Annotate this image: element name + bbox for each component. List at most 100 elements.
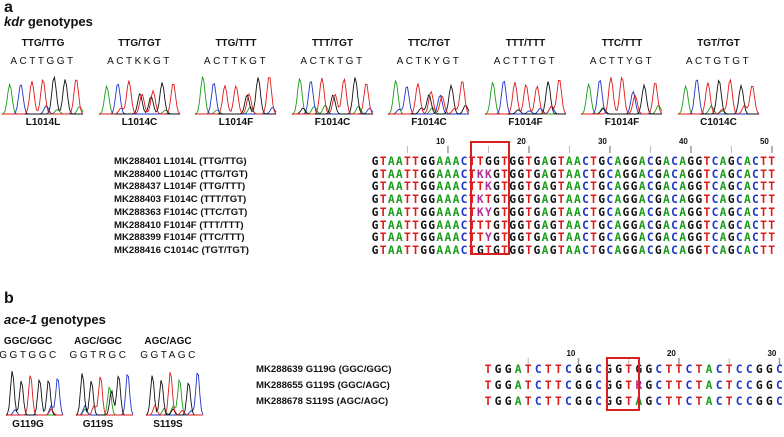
- kdr-alignment-base: G: [695, 167, 703, 181]
- ace1-alignment-base: G: [755, 395, 763, 408]
- kdr-alignment-base: G: [622, 231, 630, 245]
- ace1-alignment-base: C: [564, 395, 572, 408]
- kdr-alignment-base: A: [395, 167, 403, 181]
- ace1-chromatogram-0-trace-T: [6, 375, 63, 416]
- kdr-chromatogram-6-trace-T: [581, 76, 663, 115]
- kdr-alignment-base: G: [598, 231, 606, 245]
- kdr-alignment-base: A: [387, 180, 395, 194]
- kdr-alignment-base: G: [630, 180, 638, 194]
- kdr-alignment-base: T: [468, 231, 476, 245]
- kdr-alignment-base: G: [420, 180, 428, 194]
- kdr-alignment-base: G: [371, 180, 379, 194]
- kdr-alignment-base: G: [549, 193, 557, 207]
- kdr-chromatogram-7-trace-C: [677, 79, 759, 115]
- kdr-alignment-base: K: [484, 180, 492, 194]
- ace1-alignment-base: T: [554, 395, 562, 408]
- kdr-alignment-base: G: [476, 243, 484, 257]
- kdr-alignment-row-label-6: MK288399 F1014F (TTC/TTT): [114, 232, 245, 244]
- ace1-mutation-1: G119S: [82, 419, 114, 430]
- kdr-alignment-base: A: [663, 218, 670, 232]
- kdr-alignment-base: C: [460, 180, 468, 194]
- kdr-alignment-base: G: [533, 180, 541, 194]
- kdr-alignment-base: C: [606, 155, 614, 168]
- kdr-alignment-base: T: [404, 193, 411, 207]
- kdr-chromatogram-0-trace-T: [2, 78, 84, 115]
- kdr-alignment-base: A: [638, 218, 646, 232]
- kdr-alignment-base: T: [703, 243, 711, 257]
- ace1-alignment-base: C: [775, 395, 783, 408]
- kdr-genotype-1: TTG/TGT: [118, 38, 161, 49]
- kdr-alignment-base: A: [452, 180, 460, 194]
- ace1-alignment-base: T: [665, 395, 673, 408]
- kdr-alignment-base: G: [654, 243, 662, 257]
- kdr-alignment-base: A: [679, 167, 687, 181]
- kdr-alignment-base: C: [735, 218, 743, 232]
- kdr-alignment-base: G: [695, 243, 703, 257]
- kdr-alignment-base: C: [735, 193, 743, 207]
- ace1-genotype-0: GGC/GGC: [3, 336, 53, 347]
- kdr-alignment-base: A: [436, 205, 444, 219]
- kdr-chromatogram-5-trace-T: [484, 79, 566, 115]
- ace1-alignment-base: T: [625, 379, 633, 392]
- kdr-alignment-base: G: [428, 155, 436, 168]
- ace1-alignment-base: T: [695, 363, 703, 376]
- kdr-alignment-sequence-2: GTAATTGGAAACTTKGTGGTGAGTAACTGCAGGACGACAG…: [371, 180, 776, 193]
- kdr-alignment-base: G: [420, 243, 428, 257]
- ace1-alignment-base: T: [665, 379, 673, 392]
- panel-a-letter: a: [4, 0, 13, 16]
- kdr-alignment-base: G: [517, 180, 525, 194]
- kdr-alignment-sequence-7: GTAATTGGAAACTGTGTGGTGAGTAACTGCAGGACGACAG…: [371, 244, 776, 257]
- kdr-alignment-base: G: [695, 180, 703, 194]
- kdr-alignment-base: G: [493, 180, 500, 194]
- ace1-alignment-base: G: [605, 379, 612, 392]
- kdr-alignment-base: C: [711, 193, 719, 207]
- kdr-chromatogram-7-trace: [677, 78, 759, 115]
- kdr-alignment-base: A: [565, 180, 573, 194]
- ace1-alignment-base: C: [534, 395, 542, 408]
- kdr-alignment-base: C: [711, 180, 719, 194]
- kdr-alignment-base: G: [654, 155, 662, 168]
- kdr-alignment-base: T: [501, 167, 508, 181]
- kdr-alignment-base: G: [695, 205, 703, 219]
- kdr-alignment-base: G: [598, 218, 606, 232]
- ace1-alignment-base: C: [534, 379, 542, 392]
- kdr-alignment-base: G: [533, 167, 541, 181]
- kdr-alignment-base: T: [703, 155, 711, 168]
- kdr-alignment-base: A: [565, 155, 573, 168]
- kdr-mutation-0: L1014L: [25, 117, 61, 128]
- ace1-alignment-base: C: [735, 379, 743, 392]
- kdr-alignment-base: A: [743, 193, 751, 207]
- ace1-alignment-base: G: [645, 363, 653, 376]
- kdr-alignment-base: A: [444, 155, 452, 168]
- kdr-alignment-base: G: [533, 231, 541, 245]
- kdr-alignment-base: T: [412, 180, 419, 194]
- ace1-alignment-base: A: [514, 379, 522, 392]
- ace1-alignment-base: C: [745, 395, 753, 408]
- kdr-alignment-base: G: [493, 193, 500, 207]
- kdr-alignment-base: A: [719, 155, 727, 168]
- kdr-mutation-1: L1014C: [121, 117, 158, 128]
- ace1-alignment-base: G: [755, 379, 763, 392]
- kdr-alignment-sequence-3: GTAATTGGAAACTKTGTGGTGAGTAACTGCAGGACGACAG…: [371, 193, 776, 206]
- kdr-alignment-base: T: [404, 205, 411, 219]
- ace1-alignment-base: C: [685, 379, 693, 392]
- kdr-alignment-sequence-0: GTAATTGGAAACTTGGTGGTGAGTAACTGCAGGACGACAG…: [371, 155, 776, 168]
- kdr-alignment-base: T: [590, 180, 597, 194]
- ace1-alignment-base: A: [514, 363, 522, 376]
- kdr-alignment-base: A: [444, 231, 452, 245]
- kdr-alignment-base: T: [501, 205, 508, 219]
- kdr-alignment-base: T: [468, 193, 476, 207]
- kdr-alignment-base: G: [493, 243, 500, 257]
- kdr-alignment-base: T: [703, 193, 711, 207]
- kdr-alignment-base: A: [679, 205, 687, 219]
- kdr-alignment-base: G: [549, 155, 557, 168]
- kdr-alignment-base: C: [671, 167, 678, 181]
- kdr-alignment-base: G: [509, 193, 517, 207]
- kdr-alignment-base: T: [703, 231, 711, 245]
- kdr-alignment-base: A: [565, 218, 573, 232]
- kdr-mutation-2: L1014F: [218, 117, 254, 128]
- kdr-alignment-base: G: [493, 218, 500, 232]
- kdr-alignment-base: T: [525, 205, 533, 219]
